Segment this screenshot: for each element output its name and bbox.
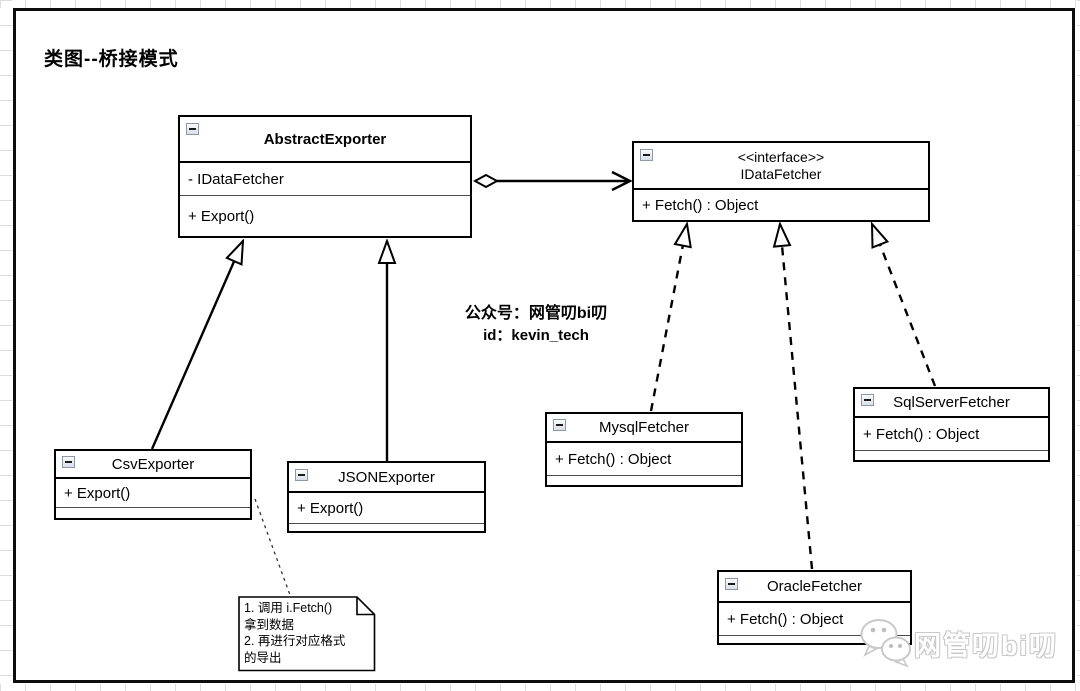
note-shape [238,596,376,672]
class-mysql-fetcher[interactable]: MysqlFetcher + Fetch() : Object [545,412,743,487]
watermark: 网管叨bi叨 [858,618,1058,668]
collapse-icon[interactable] [640,149,653,161]
ruler-ticks-bottom [0,684,1080,691]
note-line: 2. 再进行对应格式 [244,634,346,648]
interface-idatafetcher[interactable]: <<interface>> IDataFetcher + Fetch() : O… [632,141,930,222]
ruler-ticks-left [0,0,12,691]
annotation-account-line: 公众号：网管叨bi叨 [464,305,608,322]
class-name: MysqlFetcher [598,419,690,436]
empty-compartment [547,476,741,485]
note-text: 1. 调用 i.Fetch() 拿到数据 2. 再进行对应格式 的导出 [244,600,372,666]
empty-compartment [289,524,484,531]
class-sqlserver-fetcher[interactable]: SqlServerFetcher + Fetch() : Object [853,387,1050,462]
class-method: + Fetch() : Object [719,603,910,636]
class-name: OracleFetcher [766,578,863,595]
note-line: 的导出 [244,650,282,665]
note-line: 1. 调用 i.Fetch() [244,601,333,615]
collapse-icon[interactable] [62,456,75,468]
class-method: + Fetch() : Object [547,443,741,476]
class-method: + Export() [289,493,484,524]
class-json-exporter[interactable]: JSONExporter + Export() [287,461,486,533]
wechat-icon [860,619,911,668]
interface-title-bar: <<interface>> IDataFetcher [634,143,928,190]
interface-stereotype: <<interface>> [737,148,825,165]
collapse-icon[interactable] [295,469,308,481]
class-title-bar: SqlServerFetcher [855,389,1048,418]
uml-note[interactable]: 1. 调用 i.Fetch() 拿到数据 2. 再进行对应格式 的导出 [238,596,376,672]
class-title-bar: CsvExporter [56,451,250,479]
class-title-bar: MysqlFetcher [547,414,741,443]
collapse-icon[interactable] [861,394,874,406]
class-name: CsvExporter [111,455,195,473]
class-method: + Export() [188,207,255,225]
wechat-annotation: 公众号：网管叨bi叨 id：kevin_tech [436,303,636,346]
collapse-icon[interactable] [186,123,199,135]
ruler-ticks-top [0,0,1080,8]
annotation-id-line: id：kevin_tech [483,327,589,344]
class-method: + Export() [56,479,250,508]
class-title-bar: OracleFetcher [719,572,910,603]
interface-name: IDataFetcher [740,165,822,182]
class-name: AbstractExporter [263,130,387,148]
class-abstract-exporter[interactable]: AbstractExporter - IDataFetcher + Export… [178,115,472,238]
class-method: + Fetch() : Object [855,418,1048,451]
class-csv-exporter[interactable]: CsvExporter + Export() [54,449,252,520]
note-line: 拿到数据 [244,617,295,632]
class-attribute: - IDataFetcher [180,163,470,196]
class-name: JSONExporter [338,468,435,486]
class-name: SqlServerFetcher [893,394,1010,411]
empty-compartment [56,508,250,518]
class-title-bar: AbstractExporter [180,117,470,163]
diagram-title: 类图--桥接模式 [44,49,179,70]
collapse-icon[interactable] [725,578,738,590]
ruler-ticks-right [1077,0,1080,691]
empty-compartment [855,451,1048,460]
class-title-bar: JSONExporter [289,463,484,493]
collapse-icon[interactable] [553,419,566,431]
interface-method: + Fetch() : Object [642,196,759,214]
watermark-text: 网管叨bi叨 [914,630,1058,661]
